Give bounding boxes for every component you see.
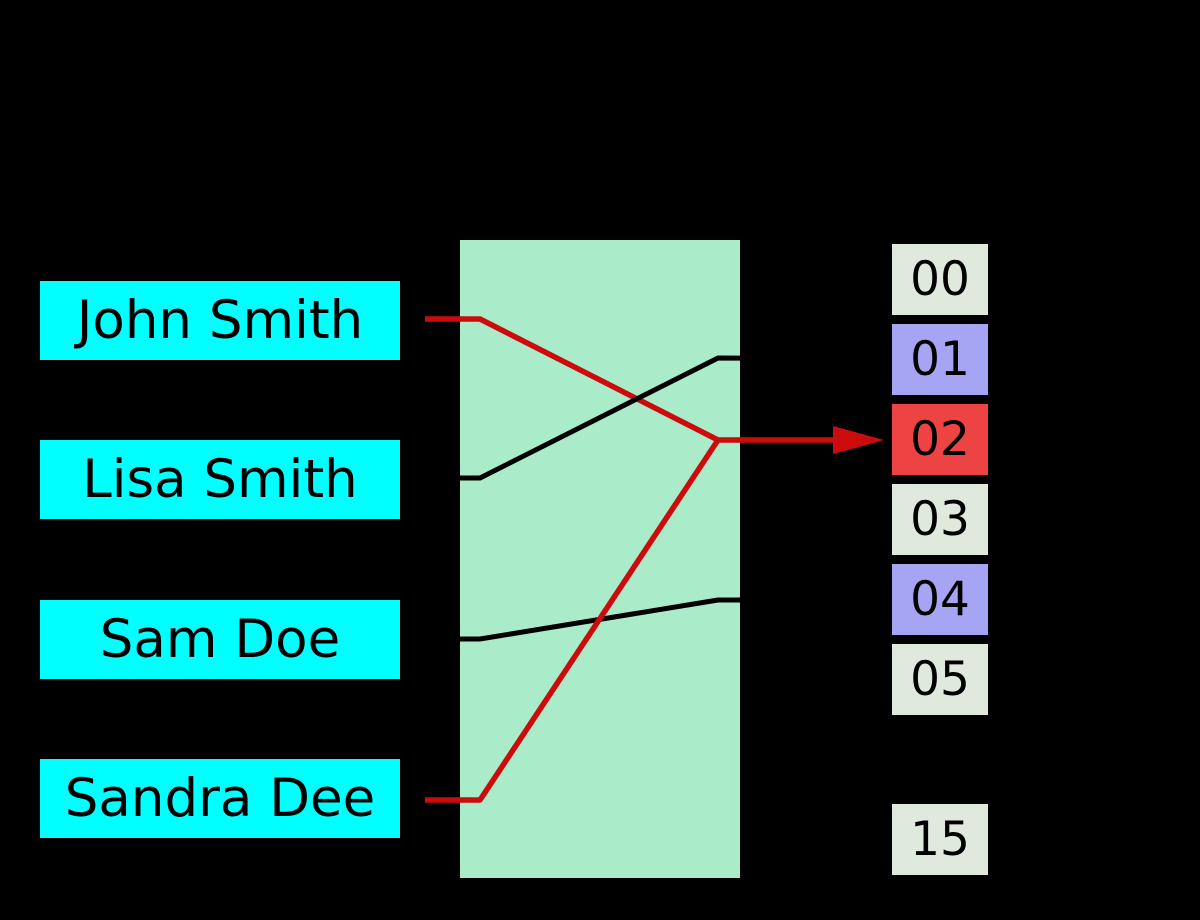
key-box-lisa-smith: Lisa Smith bbox=[40, 440, 400, 519]
bucket-00: 00 bbox=[892, 244, 988, 315]
key-box-sandra-dee: Sandra Dee bbox=[40, 759, 400, 838]
bucket-03: 03 bbox=[892, 484, 988, 555]
bucket-01: 01 bbox=[892, 324, 988, 395]
key-box-john-smith: John Smith bbox=[40, 281, 400, 360]
bucket-05: 05 bbox=[892, 644, 988, 715]
bucket-15: 15 bbox=[892, 804, 988, 875]
arrow-right-icon bbox=[833, 426, 884, 454]
bucket-02: 02 bbox=[892, 404, 988, 475]
key-box-sam-doe: Sam Doe bbox=[40, 600, 400, 679]
bucket-04: 04 bbox=[892, 564, 988, 635]
hash-function-box bbox=[460, 240, 740, 878]
